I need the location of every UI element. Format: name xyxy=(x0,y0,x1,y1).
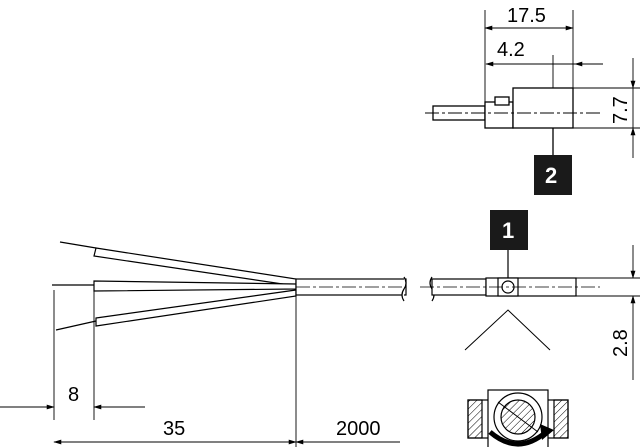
dim-top-height xyxy=(573,58,640,158)
cable-wires xyxy=(52,241,407,331)
dim-wire-strip-label: 8 xyxy=(68,384,79,406)
sensor-body xyxy=(420,250,600,302)
callout-badge-1: 1 xyxy=(490,210,528,250)
dim-cable-strip xyxy=(53,295,297,447)
detail-section-view xyxy=(467,389,569,447)
dim-top-width xyxy=(484,10,574,102)
dim-sensor-height xyxy=(576,245,640,380)
dim-sensor-height-label: 2.8 xyxy=(610,329,632,357)
detail-zoom-indicator xyxy=(464,309,551,351)
callout-2-label: 2 xyxy=(545,163,557,188)
callout-1-label: 1 xyxy=(502,218,514,243)
dim-top-width-label: 17.5 xyxy=(507,5,546,27)
dim-wire-strip xyxy=(0,290,145,420)
top-view-sensor xyxy=(425,55,600,155)
rotation-arrow-icon xyxy=(488,424,554,447)
callout-badge-2: 2 xyxy=(534,155,572,195)
dim-top-height-label: 7.7 xyxy=(610,96,632,124)
dim-cable-length-label: 2000 xyxy=(336,418,381,440)
dim-top-offset-label: 4.2 xyxy=(497,39,525,61)
dim-cable-strip-label: 35 xyxy=(163,418,185,440)
